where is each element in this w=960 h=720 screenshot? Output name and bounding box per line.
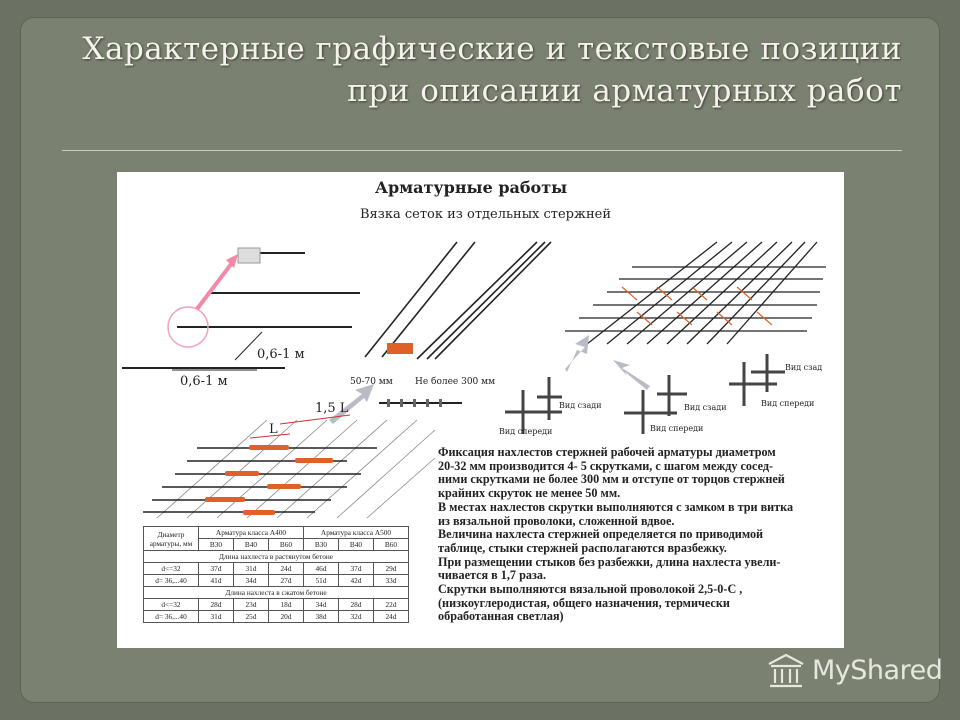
lap-grid — [156, 419, 436, 519]
table-cell: 31d — [198, 610, 234, 623]
view-back-3: Вид сзад — [785, 363, 822, 372]
gray-arrow-2 — [613, 360, 650, 390]
table-cell: 51d — [303, 574, 339, 587]
table-row: d= 36,...40 31d 25d 20d 38d 32d 24d — [143, 610, 409, 623]
detail-circle — [167, 306, 209, 348]
lap-label-15L: 1,5 L — [315, 401, 349, 416]
view-front-1: Вид спереди — [499, 427, 552, 436]
lap-dim-15L — [279, 414, 351, 425]
figure-heading: Арматурные работы — [375, 178, 567, 197]
pitch-label: 50-70 мм — [350, 377, 393, 387]
table-cell: В40 — [338, 538, 374, 551]
table-cell: 46d — [303, 562, 339, 575]
rebar-mesh — [565, 241, 826, 345]
table-header-row: Диаметр арматуры, мм Арматура класса А40… — [143, 526, 409, 551]
rebar-drawing: Арматурные работы Вязка сеток из отдельн… — [122, 178, 826, 519]
table-cell: 18d — [268, 598, 304, 611]
table-header-diameter: Диаметр арматуры, мм — [143, 526, 199, 551]
table-cell: 20d — [268, 610, 304, 623]
lap-ties — [387, 399, 442, 407]
table-cell: 34d — [303, 598, 339, 611]
pink-arrowhead — [226, 254, 238, 268]
table-cell: 28d — [338, 598, 374, 611]
table-cell: 24d — [268, 562, 304, 575]
title-divider — [62, 150, 902, 151]
dim-line-1 — [234, 331, 263, 361]
max-label: Не более 300 мм — [415, 376, 495, 387]
table-cell: d= 36,...40 — [143, 610, 199, 623]
title-line-2: при описании арматурных работ — [347, 73, 902, 109]
rebar-tie-sketch — [122, 252, 360, 369]
table-cell: 29d — [373, 562, 409, 575]
table-cell: 37d — [198, 562, 234, 575]
tie-block — [237, 247, 261, 264]
table-cell: В60 — [268, 538, 304, 551]
table-cell: 33d — [373, 574, 409, 587]
pink-arrow — [195, 257, 237, 311]
table-cell: d= 36,...40 — [143, 574, 199, 587]
table-cell: 28d — [198, 598, 234, 611]
table-cell: 41d — [198, 574, 234, 587]
gray-arrow-3 — [329, 384, 374, 424]
table-row: d<=32 37d 31d 24d 46d 37d 29d — [143, 562, 409, 575]
table-cell: 25d — [233, 610, 269, 623]
table-cell: 22d — [373, 598, 409, 611]
title-line-1: Характерные графические и текстовые пози… — [82, 31, 902, 67]
table-cell: 24d — [373, 610, 409, 623]
description-text: Фиксация нахлестов стержней рабочей арма… — [438, 445, 794, 624]
table-cell: 31d — [233, 562, 269, 575]
table-row: d<=32 28d 23d 18d 34d 28d 22d — [143, 598, 409, 611]
table-cell: В30 — [303, 538, 339, 551]
table-row: d= 36,...40 41d 34d 27d 51d 42d 33d — [143, 574, 409, 587]
table-cell: 34d — [233, 574, 269, 587]
table-concrete-row: В30 В40 В60 В30 В40 В60 — [144, 538, 409, 551]
tie-marker — [387, 343, 413, 354]
table-cell: 32d — [338, 610, 374, 623]
gray-arrow-1 — [565, 335, 589, 372]
lap-dim-L — [249, 433, 291, 439]
figure-subheading: Вязка сеток из отдельных стержней — [360, 207, 611, 222]
view-back-2: Вид сзади — [684, 403, 727, 412]
lap-grid-ties — [205, 445, 333, 515]
slide-title: Характерные графические и текстовые пози… — [40, 28, 902, 112]
table-section-row: Длина нахлеста в сжатом бетоне — [143, 586, 409, 599]
myshared-logo-icon — [768, 653, 804, 688]
table-header-a500: Арматура класса А500 — [303, 526, 409, 539]
table-cell: 38d — [303, 610, 339, 623]
table-cell: В30 — [198, 538, 234, 551]
view-front-2: Вид спереди — [650, 424, 703, 433]
table-section-compression: Длина нахлеста в сжатом бетоне — [143, 586, 409, 599]
table-cell: d<=32 — [143, 598, 199, 611]
logo-text: MyShared — [812, 655, 943, 686]
view-front-3: Вид спереди — [761, 399, 814, 408]
lap-length-table: Диаметр арматуры, мм Арматура класса А40… — [143, 526, 409, 623]
table-cell: d<=32 — [143, 562, 199, 575]
dim-label-1: 0,6-1 м — [257, 347, 305, 362]
rebar-figure: Арматурные работы Вязка сеток из отдельн… — [117, 172, 844, 648]
table-cell: В40 — [233, 538, 269, 551]
table-section-tension: Длина нахлеста в растянутом бетоне — [143, 550, 409, 563]
lap-bars — [364, 241, 552, 360]
lap-label-L: L — [269, 422, 278, 437]
view-back-1: Вид сзади — [559, 401, 602, 410]
mesh-ties — [621, 286, 773, 326]
table-cell: 27d — [268, 574, 304, 587]
dim-label-2: 0,6-1 м — [180, 374, 228, 389]
table-cell: 37d — [338, 562, 374, 575]
table-cell: 42d — [338, 574, 374, 587]
tie-views — [505, 354, 785, 434]
table-cell: 23d — [233, 598, 269, 611]
table-cell: В60 — [373, 538, 409, 551]
table-section-row: Длина нахлеста в растянутом бетоне — [143, 550, 409, 563]
table-header-a400: Арматура класса А400 — [198, 526, 304, 539]
